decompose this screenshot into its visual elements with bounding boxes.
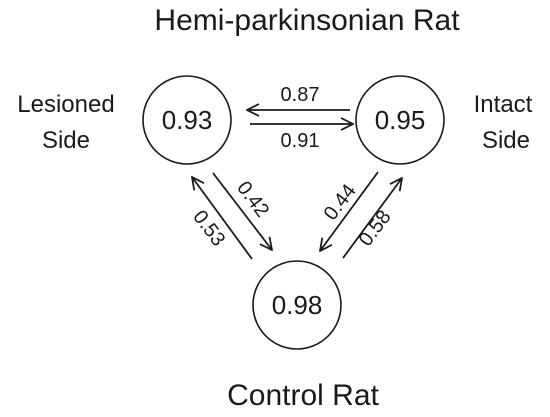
node-control: 0.98 [252, 260, 342, 350]
diagram-title: Hemi-parkinsonian Rat [154, 4, 460, 37]
edge-label-lesioned-to-intact: 0.91 [281, 130, 320, 152]
edge-label-control-to-lesioned: 0.53 [188, 206, 229, 250]
intact-label-line2: Side [482, 127, 530, 154]
edge-label-control-to-intact: 0.44 [320, 180, 361, 224]
edge-label-intact-to-control: 0.58 [355, 206, 396, 250]
node-lesioned-value: 0.93 [162, 105, 213, 135]
node-intact-circle [355, 75, 445, 165]
lesioned-label-line1: Lesioned [17, 91, 114, 118]
node-control-value: 0.98 [272, 290, 323, 320]
intact-label-line1: Intact [474, 91, 533, 118]
node-lesioned-circle [142, 75, 232, 165]
arrow-lesioned-to-control [212, 172, 272, 250]
arrow-intact-to-control [320, 171, 379, 251]
lesioned-label-line2: Side [42, 127, 90, 154]
node-intact-value: 0.95 [375, 105, 426, 135]
node-control-circle [252, 260, 342, 350]
arrow-control-to-intact [342, 178, 402, 259]
edge-label-lesioned-to-control: 0.42 [232, 177, 273, 221]
arrow-control-to-lesioned [192, 177, 253, 260]
control-rat-title: Control Rat [227, 379, 379, 412]
edge-label-intact-to-lesioned: 0.87 [281, 84, 320, 106]
node-lesioned: 0.93 [142, 75, 232, 165]
node-intact: 0.95 [355, 75, 445, 165]
